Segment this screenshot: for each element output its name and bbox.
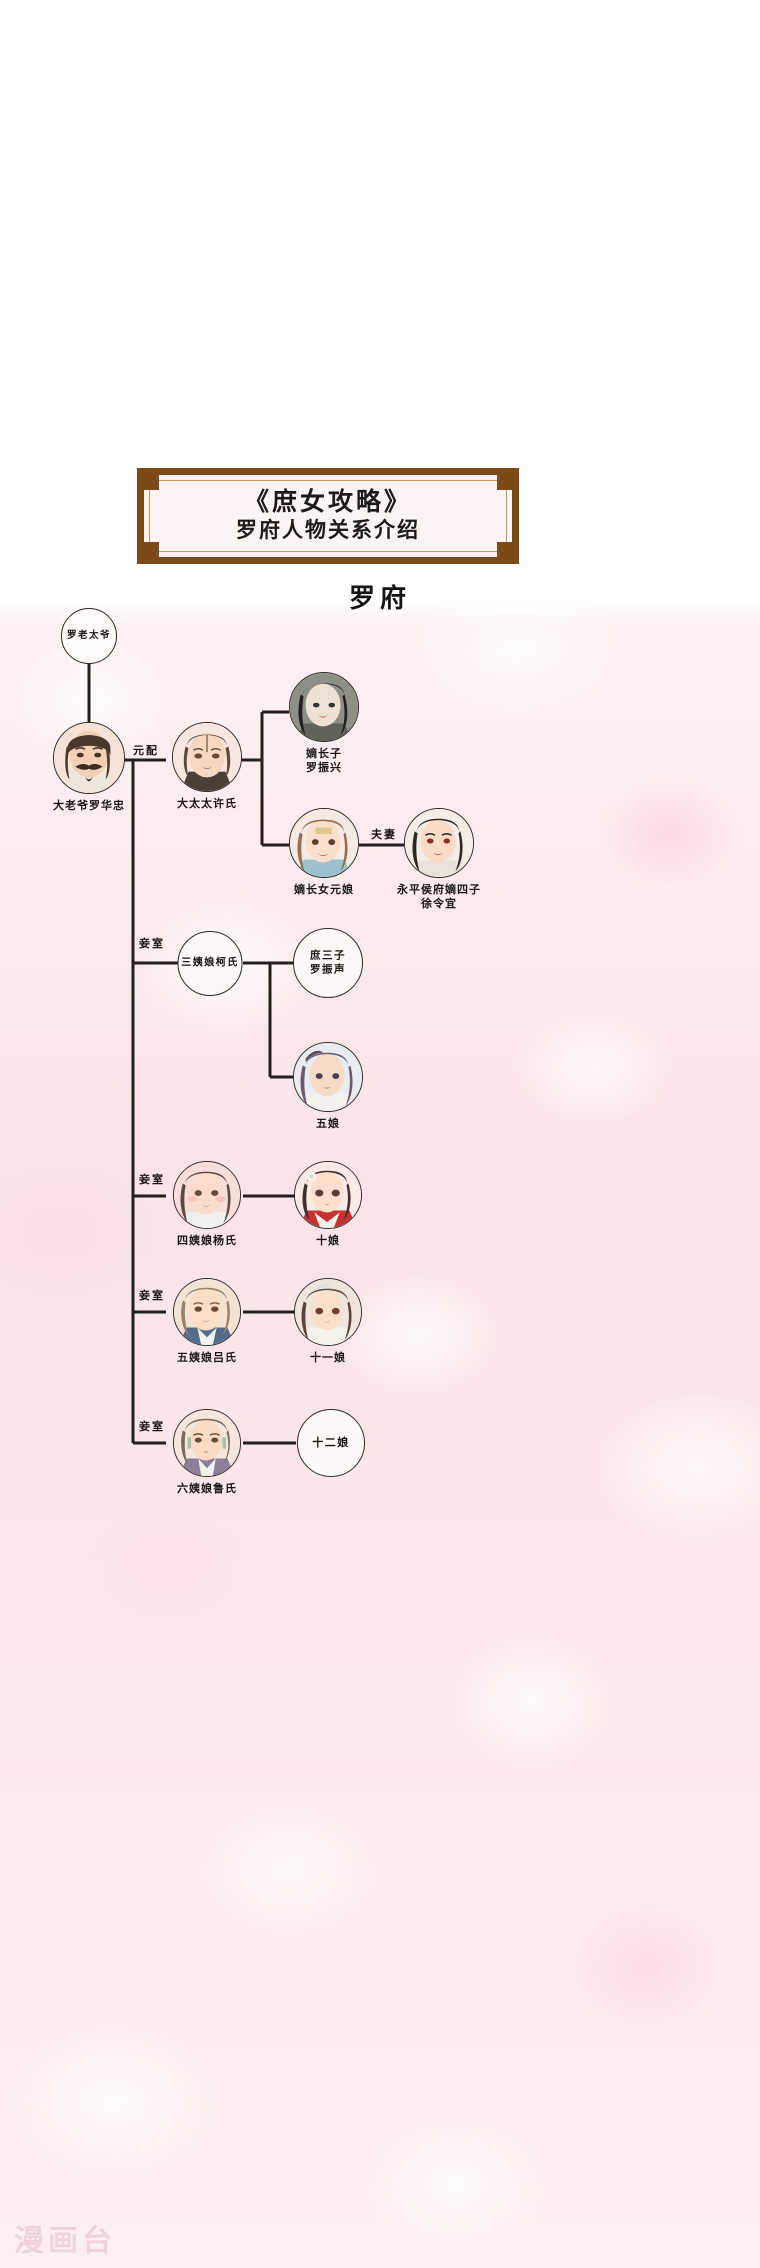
plaque-corner-notch-top-right: [497, 474, 513, 490]
relation-tag-concubine-three: 妾室: [139, 938, 165, 950]
madam-avatar: [172, 722, 242, 792]
relation-tag-concubine-five: 妾室: [139, 1290, 165, 1302]
house-heading: 罗府: [348, 584, 411, 613]
third-son-label-line2: 罗振声: [310, 964, 346, 975]
son-in-law-portrait: [405, 809, 473, 877]
title-subtitle: 罗府人物关系介绍: [236, 518, 420, 543]
eldest-daughter-avatar: [289, 808, 359, 878]
concubine-four-caption: 四姨娘杨氏: [177, 1235, 237, 1247]
eleventh-daughter-caption: 十一娘: [310, 1352, 346, 1364]
master-caption: 大老爷罗华忠: [53, 800, 125, 812]
poster-background: [0, 600, 760, 2268]
tenth-daughter-portrait: [295, 1162, 361, 1228]
relation-tag-concubine-four: 妾室: [139, 1174, 165, 1186]
eleventh-daughter-portrait: [295, 1279, 361, 1345]
third-son-label: 庶三子 罗振声: [310, 949, 346, 976]
tenth-daughter-caption: 十娘: [316, 1235, 340, 1247]
eldest-son-caption-line1: 嫡长子: [306, 748, 342, 760]
fifth-daughter-caption: 五娘: [316, 1118, 340, 1130]
eldest-daughter-caption: 嫡长女元娘: [294, 884, 354, 896]
plaque-corner-notch-bottom-left: [143, 542, 159, 558]
concubine-six-portrait: [174, 1410, 240, 1476]
eldest-son-caption: 嫡长子 罗振兴: [306, 748, 342, 776]
title-text-block: 《庶女攻略》 罗府人物关系介绍: [144, 489, 512, 543]
title-main: 《庶女攻略》: [243, 489, 412, 517]
concubine-six-avatar: [173, 1409, 241, 1477]
relation-tag-married-couple: 夫妻: [371, 829, 397, 841]
concubine-four-portrait: [174, 1162, 240, 1228]
twelfth-daughter-avatar: [297, 1409, 365, 1477]
concubine-six-caption: 六姨娘鲁氏: [177, 1483, 237, 1495]
tenth-daughter-avatar: [294, 1161, 362, 1229]
fifth-daughter-portrait: [294, 1043, 362, 1111]
son-in-law-avatar: [404, 808, 474, 878]
third-son-label-line1: 庶三子: [310, 950, 346, 962]
plaque-corner-notch-bottom-right: [497, 542, 513, 558]
son-in-law-caption: 永平侯府嫡四子 徐令宜: [397, 884, 481, 912]
concubine-five-avatar: [173, 1278, 241, 1346]
concubine-three-avatar: [177, 931, 243, 996]
eldest-son-caption-line2: 罗振兴: [306, 761, 342, 774]
relation-tag-primary-wife: 元配: [133, 745, 159, 757]
eldest-son-avatar: [289, 672, 359, 742]
son-in-law-caption-line1: 永平侯府嫡四子: [397, 884, 481, 896]
title-plaque: 《庶女攻略》 罗府人物关系介绍: [137, 468, 519, 564]
master-avatar: [53, 722, 125, 794]
madam-caption: 大太太许氏: [177, 798, 237, 810]
concubine-three-label: 三姨娘柯氏: [181, 957, 239, 969]
twelfth-daughter-label: 十二娘: [312, 1436, 350, 1449]
concubine-five-caption: 五姨娘吕氏: [177, 1352, 237, 1364]
relation-tag-concubine-six: 妾室: [139, 1421, 165, 1433]
master-portrait: [54, 723, 124, 793]
grandfather-label: 罗老太爷: [66, 630, 112, 641]
son-in-law-caption-line2: 徐令宜: [421, 897, 457, 910]
eleventh-daughter-avatar: [294, 1278, 362, 1346]
eldest-daughter-portrait: [290, 809, 358, 877]
concubine-five-portrait: [174, 1279, 240, 1345]
eldest-son-portrait: [290, 673, 358, 741]
madam-portrait: [173, 723, 241, 791]
plaque-corner-notch-top-left: [143, 474, 159, 490]
concubine-four-avatar: [173, 1161, 241, 1229]
third-son-avatar: [293, 928, 363, 998]
site-watermark: 漫画台: [14, 2225, 116, 2258]
grandfather-avatar: [61, 608, 117, 664]
fifth-daughter-avatar: [293, 1042, 363, 1112]
